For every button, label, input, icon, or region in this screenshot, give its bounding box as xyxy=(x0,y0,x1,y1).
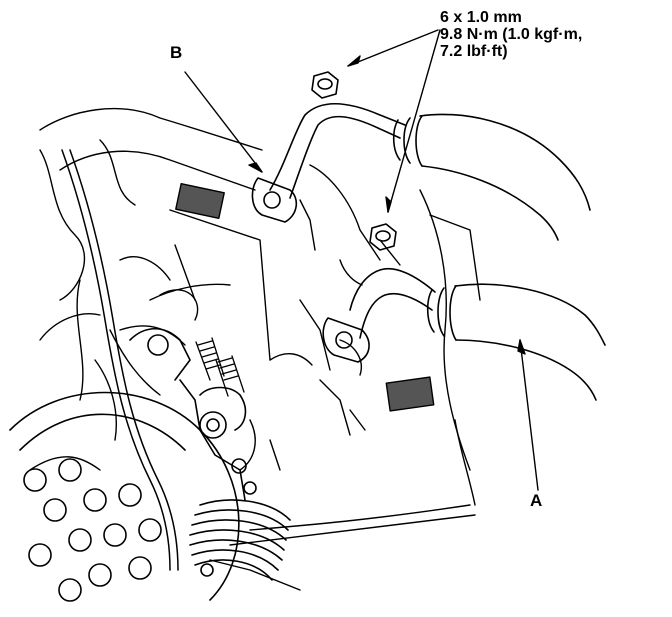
compressor-fittings xyxy=(129,327,257,577)
clutch-plate xyxy=(189,499,291,581)
leader-lines xyxy=(184,29,539,491)
label-a: A xyxy=(530,491,543,510)
flange-nut-upper xyxy=(311,71,339,99)
refrigerant-pipe-lower xyxy=(322,268,606,401)
stud-bolt-right xyxy=(215,355,245,397)
engine-outline xyxy=(29,107,481,591)
spec-line-torque-lbf: 7.2 lbf·ft) xyxy=(440,42,508,60)
wire-harness xyxy=(61,149,171,571)
torque-spec-callout: 6 x 1.0 mm 9.8 N·m (1.0 kgf·m, 7.2 lbf·f… xyxy=(440,9,583,60)
flange-nut-lower xyxy=(369,223,397,251)
refrigerant-pipe-upper xyxy=(251,102,591,241)
label-b: B xyxy=(170,43,183,62)
wire-harness-inner xyxy=(69,149,179,571)
warning-label-lower xyxy=(385,376,435,412)
stud-bolt-left xyxy=(195,337,225,381)
warning-label-upper xyxy=(175,183,225,219)
spec-line-bolt-size: 6 x 1.0 mm xyxy=(440,9,522,26)
spec-line-torque-nm: 9.8 N·m (1.0 kgf·m, xyxy=(440,25,583,43)
compressor-pulley xyxy=(9,391,240,602)
